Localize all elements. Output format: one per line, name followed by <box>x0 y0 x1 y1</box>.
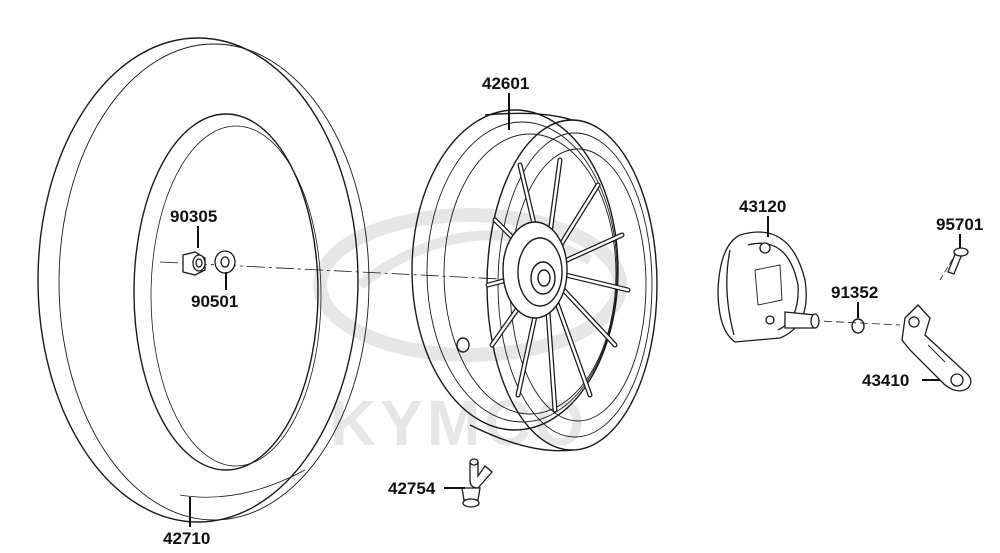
bolt-centerline <box>939 254 956 281</box>
part-label-tire: 42710 <box>163 529 210 548</box>
brake-arm-drawing <box>901 304 972 392</box>
bolt-drawing <box>947 247 969 275</box>
part-label-brake-shoe: 43120 <box>739 197 786 216</box>
watermark-text: KYMCO <box>330 387 588 459</box>
leader-lines <box>189 93 961 527</box>
part-label-brake-arm: 43410 <box>862 371 909 390</box>
part-label-wheel-rim: 42601 <box>482 74 529 93</box>
brake-shoe-drawing <box>717 231 820 343</box>
o-ring-drawing <box>851 318 865 334</box>
tire-drawing <box>37 37 370 523</box>
part-label-bolt: 95701 <box>936 215 983 234</box>
part-label-washer: 90501 <box>191 292 238 311</box>
part-label-axle-collar: 90305 <box>170 207 217 226</box>
valve-stem-drawing <box>461 458 493 508</box>
part-labels: 42601 90305 90501 42710 42754 43120 9570… <box>163 74 983 548</box>
axle-collar-drawing <box>182 251 206 276</box>
part-label-o-ring: 91352 <box>831 283 878 302</box>
part-label-valve-stem: 42754 <box>388 479 436 498</box>
washer-drawing <box>214 250 236 274</box>
wheel-rim-drawing <box>411 109 658 452</box>
